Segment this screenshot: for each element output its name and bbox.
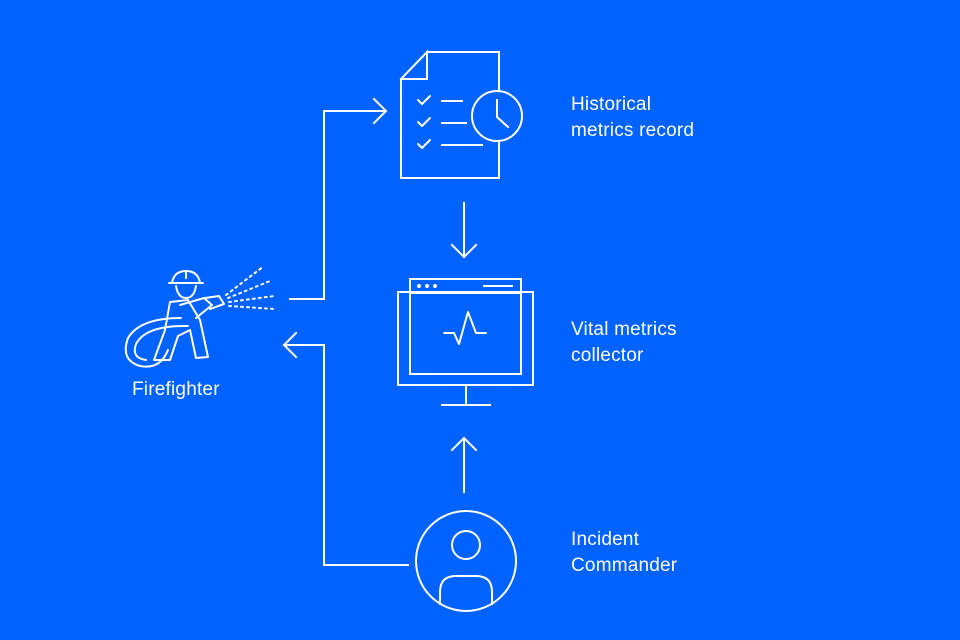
label-vital: Vital metrics collector — [571, 317, 677, 369]
label-historical-line1: Historical — [571, 94, 652, 115]
label-commander-line1: Incident — [571, 529, 640, 550]
arrow-firefighter-to-record — [289, 97, 388, 300]
arrow-record-to-collector — [450, 202, 478, 259]
arrow-commander-to-firefighter — [282, 331, 409, 566]
firefighter-hose-icon — [124, 265, 276, 368]
user-avatar-icon — [415, 510, 517, 612]
monitor-pulse-icon — [397, 278, 534, 406]
label-firefighter-text: Firefighter — [132, 379, 220, 400]
document-clock-icon — [399, 49, 523, 179]
label-commander-line2: Commander — [571, 555, 678, 576]
label-vital-line2: collector — [571, 345, 644, 366]
label-historical: Historical metrics record — [571, 92, 694, 144]
label-commander: Incident Commander — [571, 527, 677, 579]
label-vital-line1: Vital metrics — [571, 319, 677, 340]
label-historical-line2: metrics record — [571, 120, 695, 141]
arrow-commander-to-collector — [450, 436, 478, 493]
label-firefighter: Firefighter — [132, 377, 220, 403]
